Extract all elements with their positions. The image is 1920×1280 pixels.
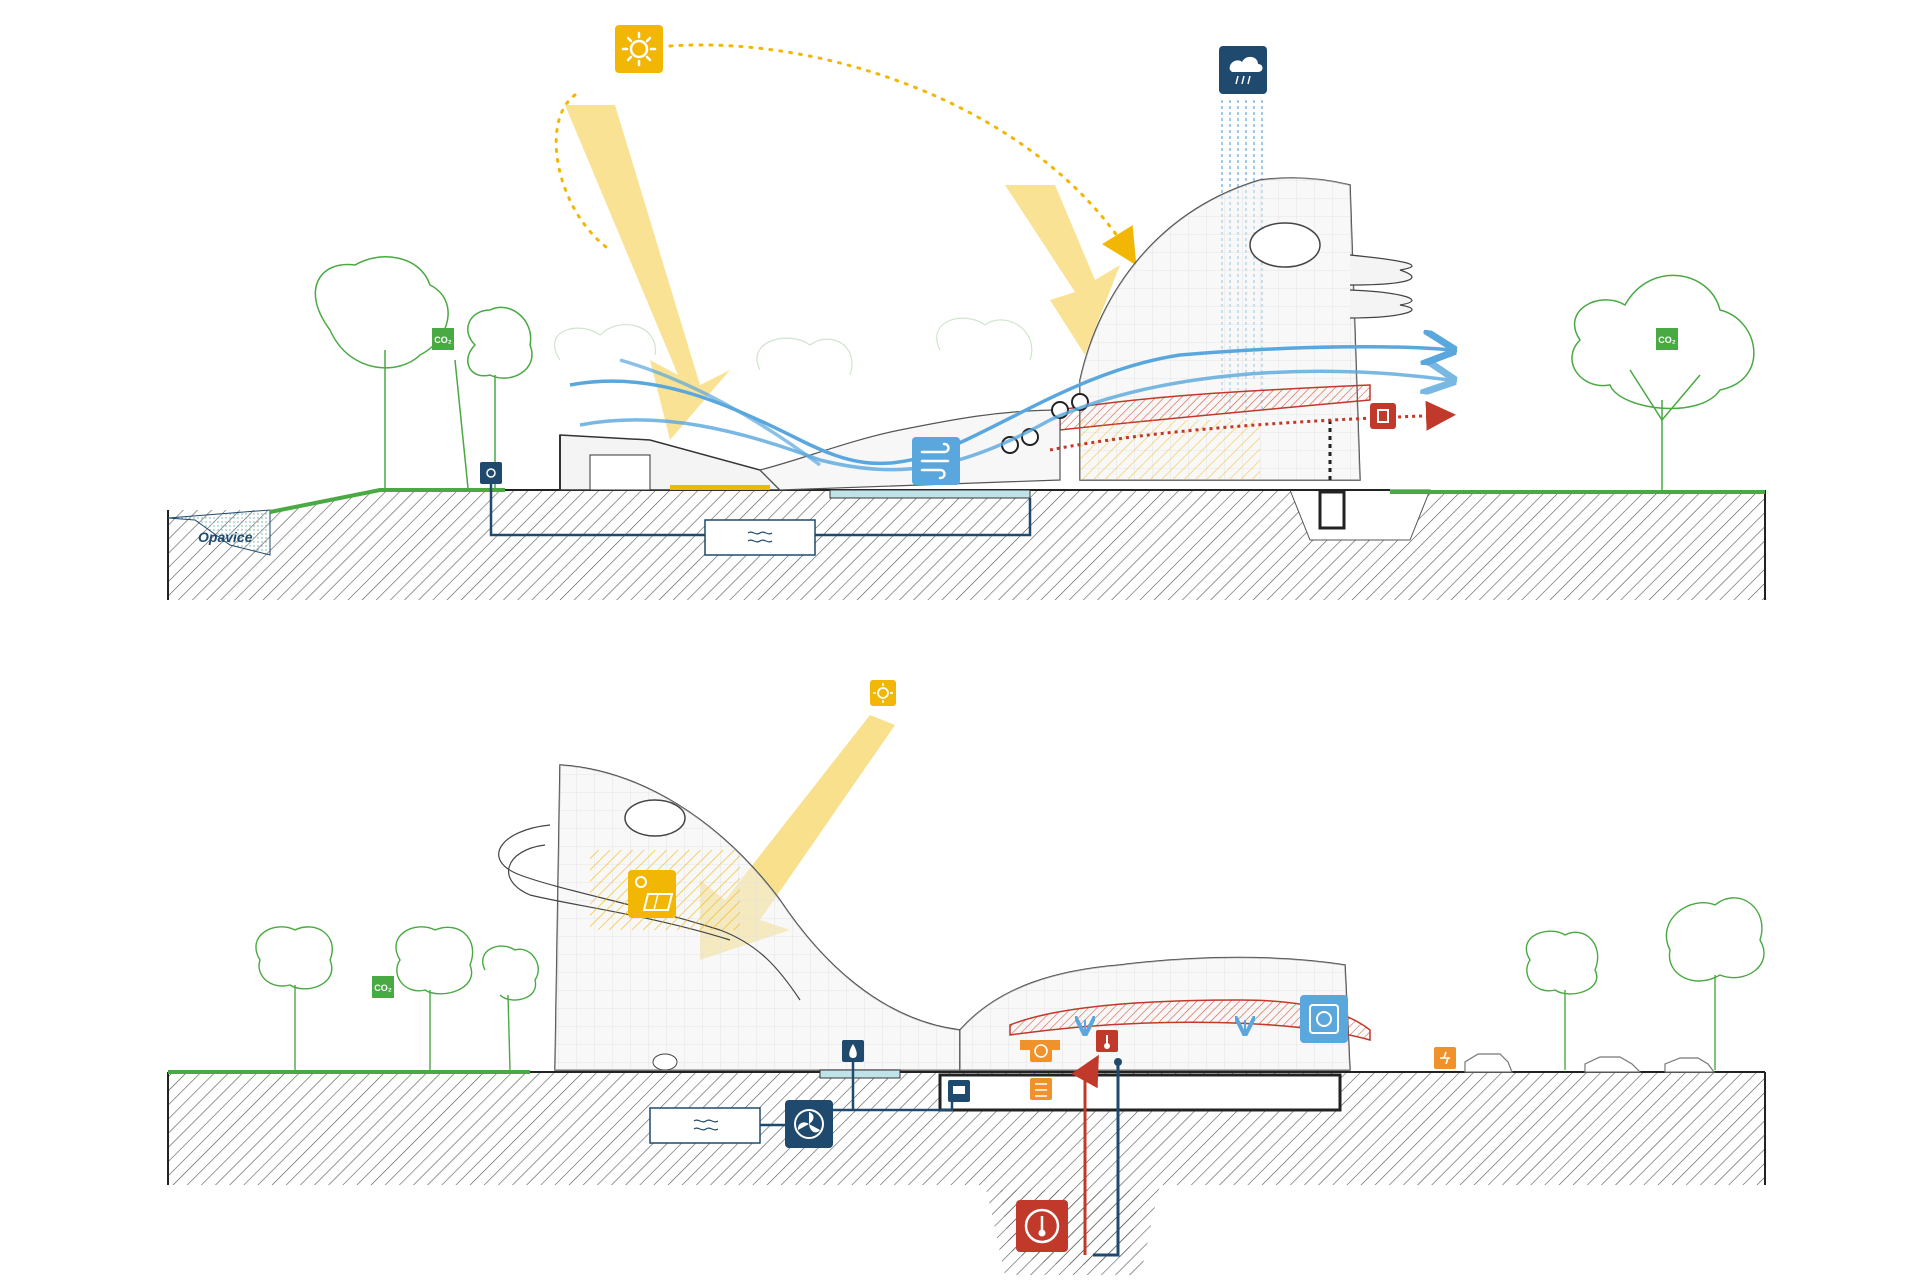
- sun-beam-top-right: [1005, 185, 1120, 355]
- cooling-arrows: [1085, 1020, 1245, 1032]
- grass-line-top: [269, 488, 505, 514]
- river-label: Opavice: [198, 529, 253, 545]
- section-top: Opavice CO₂ CO₂: [167, 25, 1766, 600]
- geothermal-pipe-red: [1071, 1054, 1099, 1255]
- tree-group-right-bottom: [1525, 897, 1765, 1070]
- sun-path: [554, 43, 1130, 255]
- svg-text:CO₂: CO₂: [374, 983, 392, 993]
- exhaust-arrow-icon: [1370, 403, 1396, 429]
- geothermal-pipe-blue: [1093, 1065, 1120, 1257]
- background-trees-top: [553, 317, 1033, 376]
- tree-group-right-top: [1571, 274, 1755, 490]
- heat-exchanger-icon: [1030, 1040, 1052, 1062]
- co2-badge-bottom-left: CO₂: [372, 976, 394, 998]
- tree-group-left-bottom: [255, 926, 539, 1071]
- water-tank-icon-bottom: [649, 1107, 761, 1144]
- tree-group-left-top: [314, 256, 533, 489]
- co2-badge-top-left: CO₂: [432, 328, 454, 350]
- ev-charging-icon: [1434, 1047, 1456, 1069]
- building-shell-bottom: [498, 764, 1371, 1079]
- svg-text:CO₂: CO₂: [1658, 335, 1676, 345]
- sun-beam-top-left: [565, 105, 730, 440]
- heat-exhaust-flow: [1049, 400, 1456, 452]
- section-bottom: CO₂: [167, 680, 1766, 1275]
- thermometer-icon: [1096, 1030, 1118, 1052]
- geothermal-icon: [1016, 1200, 1068, 1252]
- water-pump-icon: [842, 1040, 864, 1062]
- sun-icon-bottom: [870, 680, 896, 706]
- river-opavice: [167, 509, 271, 556]
- heat-pump-icon: [1030, 1078, 1052, 1100]
- wind-icon: [912, 437, 960, 485]
- water-pipe-top: [489, 484, 1032, 537]
- water-tank-icon-top: [704, 519, 816, 556]
- pump-icon-basement: [948, 1080, 970, 1102]
- svg-text:CO₂: CO₂: [434, 335, 452, 345]
- ground-bottom: [168, 1072, 1765, 1275]
- building-shell-top: [758, 177, 1413, 530]
- air-handling-icon: [1300, 995, 1348, 1043]
- co2-badge-top-right: CO₂: [1656, 328, 1678, 350]
- sun-icon: [615, 25, 663, 73]
- ventilation-fan-icon: [785, 1100, 833, 1148]
- rain-cloud-icon: [1219, 46, 1267, 94]
- drain-icon: [480, 462, 502, 484]
- ground-top: [168, 490, 1765, 600]
- building-pavilion-top: [559, 434, 782, 491]
- cars: [1464, 1053, 1716, 1073]
- solar-panel-icon: [628, 870, 676, 918]
